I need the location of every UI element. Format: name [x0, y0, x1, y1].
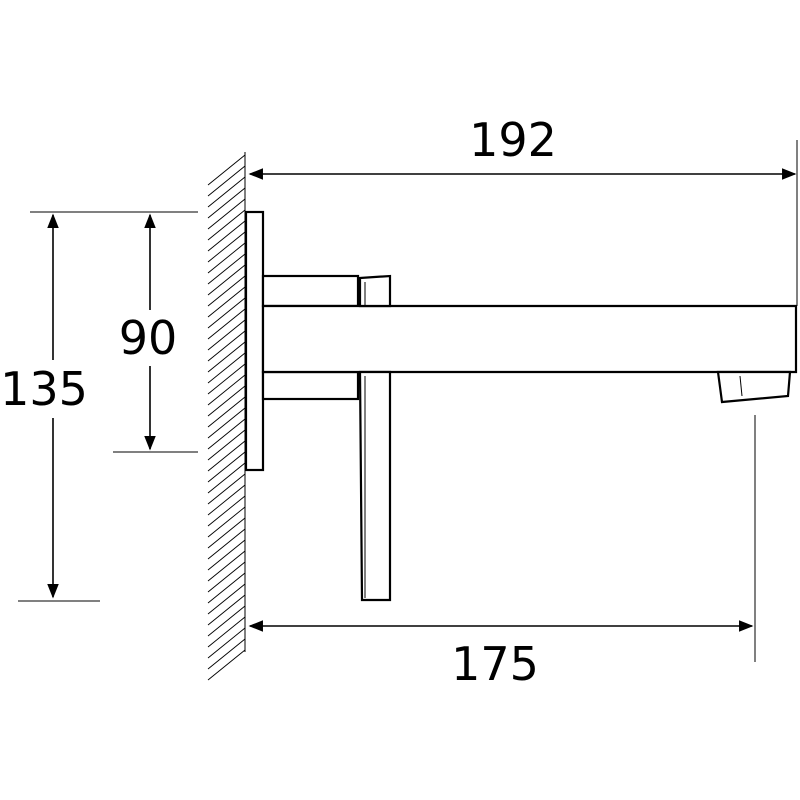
hatch-stroke — [207, 330, 246, 362]
hatch-stroke — [207, 176, 246, 208]
hatch-stroke — [207, 484, 246, 516]
wall-plate — [244, 210, 265, 472]
hatch-stroke — [207, 275, 246, 307]
hatch-stroke — [207, 561, 246, 593]
hatch-stroke — [207, 616, 246, 648]
hatch-stroke — [207, 462, 246, 494]
upper-stub — [261, 274, 360, 308]
hatch-stroke — [207, 517, 246, 549]
hatch-stroke — [207, 605, 246, 637]
hatch-stroke — [207, 220, 246, 252]
hatch-stroke — [207, 451, 246, 483]
hatch-stroke — [207, 374, 246, 406]
aerator-outlet — [716, 370, 792, 404]
hatch-stroke — [207, 319, 246, 351]
hatch-stroke — [207, 594, 246, 626]
hatch-stroke — [207, 187, 246, 219]
hatch-stroke — [207, 473, 246, 505]
lever-handle-top — [358, 274, 392, 308]
hatch-stroke — [207, 341, 246, 373]
hatch-stroke — [207, 495, 246, 527]
lower-stub — [261, 370, 360, 401]
hatch-stroke — [207, 308, 246, 340]
lever-handle — [358, 370, 392, 602]
hatch-stroke — [207, 429, 246, 461]
hatch-stroke — [207, 539, 246, 571]
dimension-label-175: 175 — [451, 637, 539, 691]
wall-hatching — [207, 152, 246, 681]
hatch-stroke — [207, 407, 246, 439]
hatch-stroke — [207, 506, 246, 538]
hatch-stroke — [207, 638, 246, 670]
dimension-label-192: 192 — [469, 113, 557, 167]
hatch-stroke — [207, 165, 246, 197]
dimension-label-90: 90 — [119, 311, 178, 365]
hatch-stroke — [207, 242, 246, 274]
spout — [261, 304, 798, 374]
hatch-stroke — [207, 528, 246, 560]
hatch-stroke — [207, 572, 246, 604]
dimension-label-135: 135 — [0, 362, 88, 416]
hatch-stroke — [207, 396, 246, 428]
hatch-stroke — [207, 418, 246, 450]
hatch-stroke — [207, 264, 246, 296]
hatch-stroke — [207, 583, 246, 615]
hatch-stroke — [207, 352, 246, 384]
hatch-stroke — [207, 649, 246, 681]
hatch-stroke — [207, 154, 246, 186]
hatch-stroke — [207, 627, 246, 659]
hatch-stroke — [207, 286, 246, 318]
hatch-stroke — [207, 231, 246, 263]
hatch-stroke — [207, 550, 246, 582]
hatch-stroke — [207, 198, 246, 230]
hatch-stroke — [207, 209, 246, 241]
hatch-stroke — [207, 440, 246, 472]
hatch-stroke — [207, 385, 246, 417]
hatch-stroke — [207, 253, 246, 285]
hatch-stroke — [207, 363, 246, 395]
hatch-stroke — [207, 297, 246, 329]
